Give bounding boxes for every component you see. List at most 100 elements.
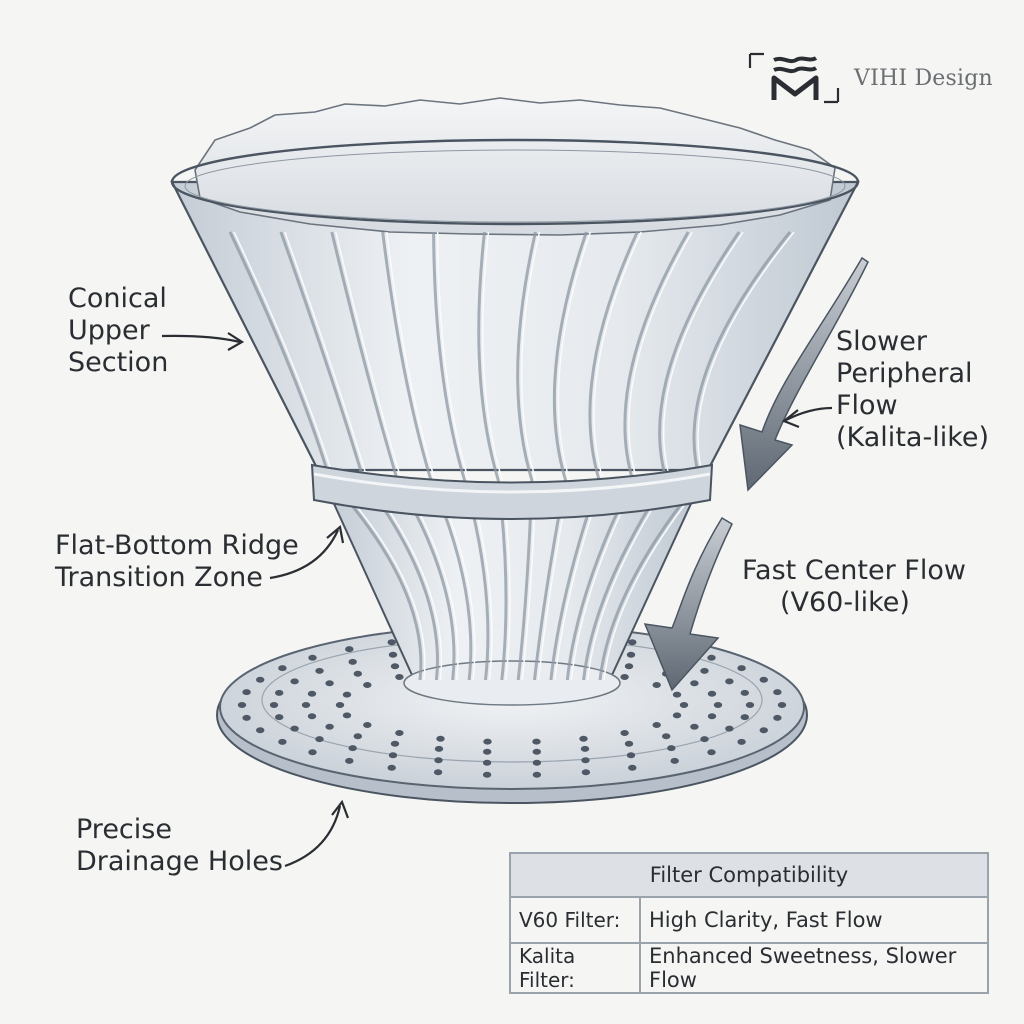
drainage-hole: [256, 727, 265, 734]
drainage-hole: [628, 764, 637, 771]
drainage-hole: [624, 740, 634, 747]
drainage-hole: [395, 730, 404, 736]
spiral-rib: [533, 231, 588, 681]
drainage-hole: [690, 723, 699, 730]
drainage-hole: [290, 725, 299, 732]
table-cell-filter: V60 Filter:: [509, 896, 641, 944]
drainage-hole: [307, 690, 317, 697]
table-title: Filter Compatibility: [509, 852, 989, 898]
spiral-rib-highlight: [482, 231, 511, 681]
spiral-rib-highlight: [537, 231, 592, 681]
drainage-hole: [363, 682, 372, 688]
spiral-rib-highlight: [520, 231, 541, 681]
label-precise-drainage-holes: Precise Drainage Holes: [76, 814, 283, 878]
drainage-hole: [278, 665, 287, 672]
drainage-hole: [275, 689, 284, 696]
base-plate: [216, 624, 808, 804]
drainage-hole: [433, 769, 443, 776]
drainage-hole: [745, 702, 755, 708]
drainage-hole: [707, 690, 717, 697]
drainage-hole: [388, 651, 398, 658]
drainage-hole: [348, 745, 357, 752]
label-line: Drainage Holes: [76, 845, 283, 877]
brand: VIHI Design: [748, 48, 993, 108]
drainage-hole: [483, 748, 492, 755]
drainage-hole: [242, 689, 251, 696]
drainage-hole: [290, 678, 299, 685]
slower-leader-arrowhead: [781, 409, 800, 429]
drainage-hole: [342, 691, 352, 698]
drainage-hole: [737, 738, 746, 745]
drainage-hole: [395, 674, 404, 680]
drainage-hole: [532, 738, 541, 745]
drainage-hole: [342, 712, 352, 719]
spiral-rib-highlight: [436, 231, 493, 681]
fast-center-flow-arrow: [643, 516, 733, 692]
drainage-hole: [707, 654, 716, 661]
drainage-hole: [690, 680, 699, 687]
spiral-rib: [477, 231, 508, 681]
drainage-hole: [773, 714, 782, 721]
drainage-hole: [434, 757, 443, 764]
drainage-hole: [777, 702, 787, 708]
label-line: Peripheral: [836, 357, 973, 389]
filter-paper: [194, 97, 836, 236]
drainage-hole: [740, 689, 749, 696]
drainage-hole: [624, 663, 634, 670]
label-line: Flow: [836, 389, 898, 421]
drainage-hole: [345, 646, 354, 653]
drainage-hole: [620, 674, 629, 680]
conical-upper-section: [170, 97, 860, 472]
drainage-hole: [679, 702, 689, 708]
drainage-hole: [652, 722, 661, 728]
drainage-hole: [308, 749, 317, 756]
drainage-hole: [759, 676, 768, 683]
drainage-hole: [325, 723, 334, 730]
drainage-hole: [237, 702, 247, 708]
drainage-hole: [345, 757, 354, 764]
drainage-hole: [335, 702, 345, 708]
drainage-hole: [662, 733, 671, 740]
drainage-hole: [626, 651, 636, 658]
drainage-leader-arrowhead: [331, 799, 350, 819]
table-cell-result: Enhanced Sweetness, Slower Flow: [639, 942, 989, 994]
drainage-leader-arrow: [284, 805, 342, 868]
drainage-hole: [390, 740, 400, 747]
drainage-hole: [672, 691, 682, 698]
drainage-hole: [580, 745, 590, 752]
label-line: Fast Center Flow: [742, 555, 966, 586]
drainage-hole: [713, 702, 723, 708]
drainage-hole: [700, 667, 709, 674]
label-flat-bottom-ridge: Flat-Bottom Ridge Transition Zone: [55, 530, 299, 594]
drainage-hole: [725, 725, 734, 732]
drainage-holes: [237, 639, 787, 778]
drainage-hole: [325, 680, 334, 687]
label-line: Flat-Bottom Ridge: [55, 530, 299, 561]
label-line: Conical: [68, 283, 167, 314]
drainage-hole: [387, 764, 396, 771]
transition-ridge-band: [310, 463, 714, 520]
drainage-hole: [275, 714, 284, 721]
drainage-hole: [707, 713, 717, 720]
drainage-hole: [434, 745, 444, 752]
drainage-hole: [579, 735, 588, 742]
drainage-hole: [740, 714, 749, 721]
label-line: Upper: [68, 314, 150, 346]
table-row: V60 Filter: High Clarity, Fast Flow: [509, 896, 989, 944]
label-line: Precise: [76, 814, 172, 845]
label-slower-peripheral-flow: Slower Peripheral Flow (Kalita-like): [836, 326, 989, 453]
callout-leaders: [161, 332, 833, 868]
drainage-hole: [256, 676, 265, 683]
drainage-hole: [308, 654, 317, 661]
slower-leader-arrow: [785, 406, 833, 421]
drainage-hole: [353, 670, 362, 677]
ridge-leader-arrow: [269, 529, 340, 580]
drainage-hole: [482, 771, 492, 778]
drainage-hole: [532, 748, 541, 755]
label-fast-center-flow: Fast Center Flow (V60-like): [742, 555, 966, 619]
table-cell-result: High Clarity, Fast Flow: [639, 896, 989, 944]
label-line: Slower: [836, 326, 927, 357]
drainage-hole: [278, 738, 287, 745]
conical-leader-arrowhead: [227, 332, 245, 351]
